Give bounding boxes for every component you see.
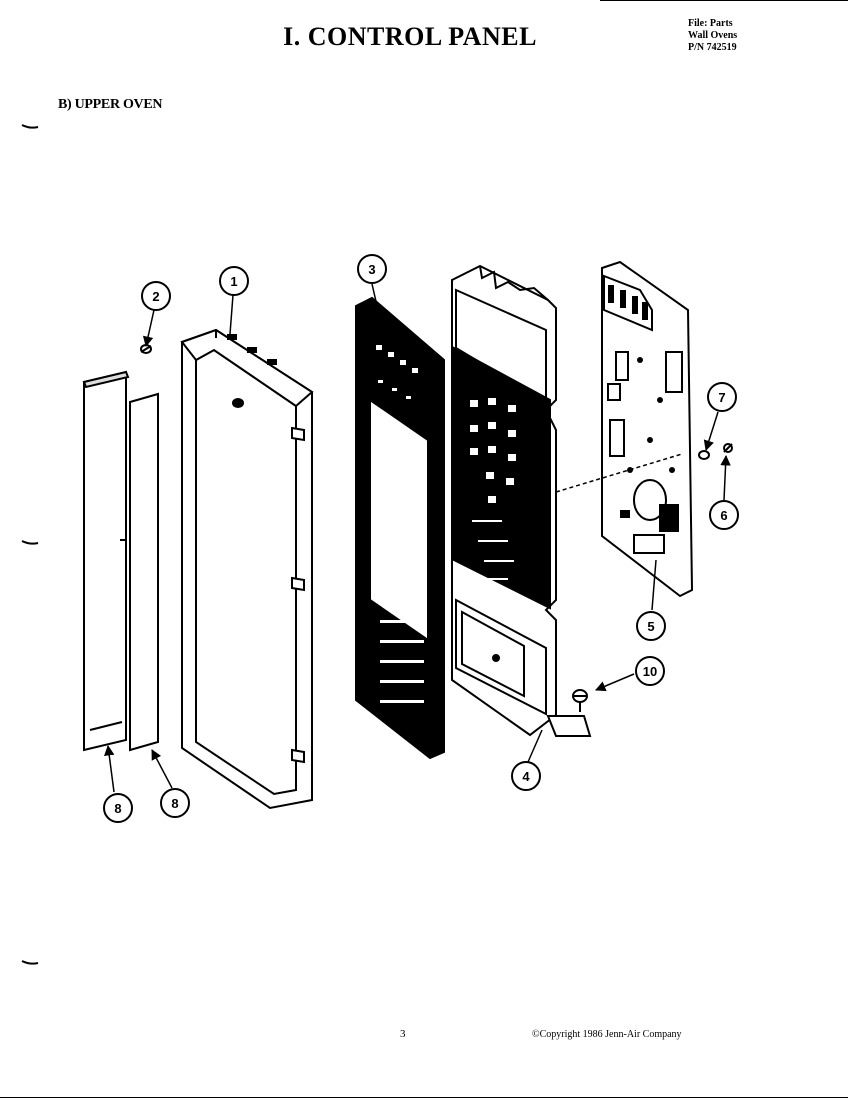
callout-label: 6 <box>720 508 727 523</box>
callout-label: 1 <box>230 274 237 289</box>
callout-label: 8 <box>114 801 121 816</box>
callout-label: 10 <box>643 664 657 679</box>
callout-label: 3 <box>368 262 375 277</box>
callouts: 1 2 3 4 5 6 7 8 <box>103 254 739 823</box>
callout-4: 4 <box>511 761 541 791</box>
page-title: I. CONTROL PANEL <box>283 22 537 51</box>
callout-label: 2 <box>152 289 159 304</box>
section-heading: B) UPPER OVEN <box>58 97 163 112</box>
copyright-notice: ©Copyright 1986 Jenn-Air Company <box>532 1029 682 1040</box>
panel-frame <box>180 328 314 810</box>
callout-2: 2 <box>141 281 171 311</box>
bottom-rule <box>0 1097 848 1098</box>
fastener-part-7 <box>698 450 710 460</box>
page-number: 3 <box>400 1028 406 1040</box>
screw-part-10 <box>572 689 588 712</box>
trim-strip-inner <box>129 392 159 752</box>
screw-part-2 <box>140 344 152 354</box>
callout-1: 1 <box>219 266 249 296</box>
callout-8b: 8 <box>160 788 190 818</box>
top-rule <box>600 0 848 1</box>
control-panel-housing <box>451 264 592 737</box>
callout-label: 4 <box>522 769 530 784</box>
callout-label: 7 <box>718 390 725 405</box>
callout-10: 10 <box>635 656 665 686</box>
callout-7: 7 <box>707 382 737 412</box>
file-info: File: Parts Wall Ovens P/N 742519 <box>688 18 737 54</box>
leader-lines <box>104 283 731 793</box>
callout-5: 5 <box>636 611 666 641</box>
callout-label: 8 <box>171 796 178 811</box>
callout-6: 6 <box>709 500 739 530</box>
callout-3: 3 <box>357 254 387 284</box>
callout-8a: 8 <box>103 793 133 823</box>
alignment-line <box>555 453 683 493</box>
file-line: P/N 742519 <box>688 42 737 53</box>
control-overlay <box>355 296 445 760</box>
fastener-part-6 <box>723 443 733 453</box>
trim-strip-outer <box>82 370 130 752</box>
circuit-board <box>601 260 694 598</box>
file-line: Wall Ovens <box>688 30 738 41</box>
file-line: File: Parts <box>688 18 733 29</box>
callout-label: 5 <box>647 619 654 634</box>
margin-marks <box>21 124 39 965</box>
